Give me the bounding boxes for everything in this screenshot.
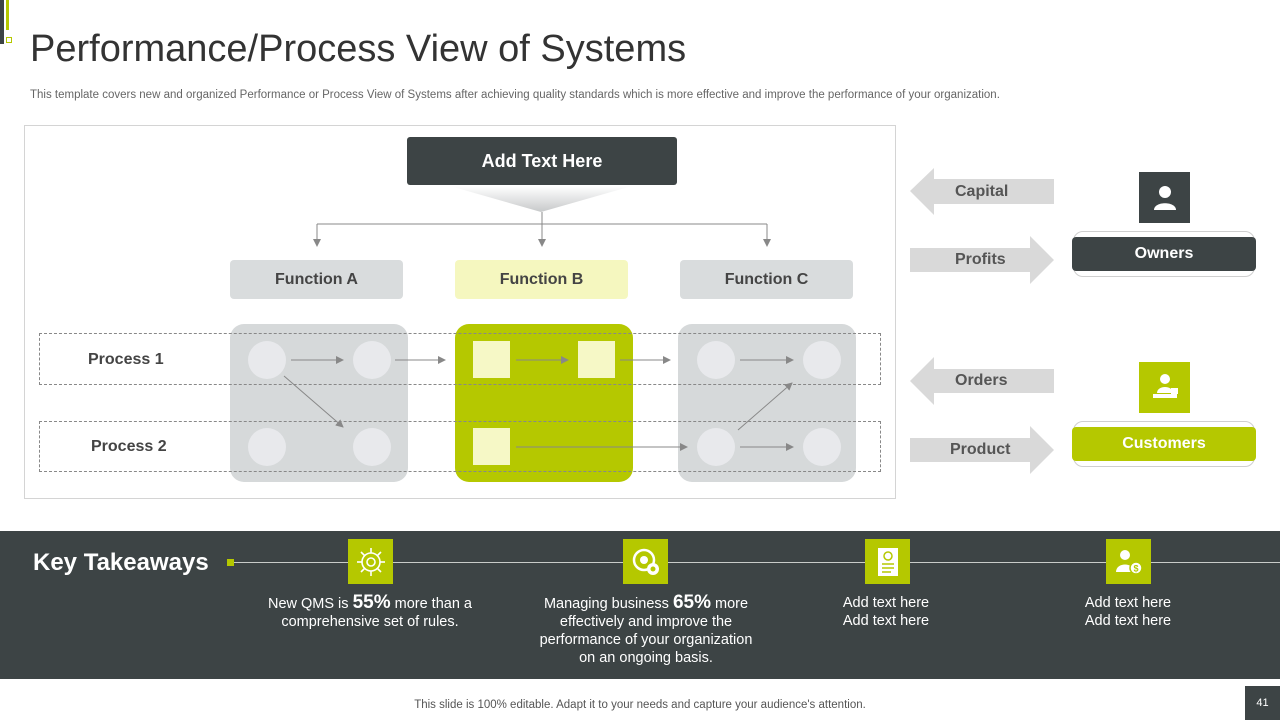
user-money-icon: $ <box>1106 539 1151 584</box>
takeaway-1: New QMS is 55% more than a comprehensive… <box>265 592 475 631</box>
process-2-label: Process 2 <box>91 438 167 455</box>
process-2-row <box>39 421 881 472</box>
function-a: Function A <box>230 260 403 299</box>
customer-icon <box>1139 362 1190 413</box>
orders-arrow <box>910 357 1054 405</box>
node-c1-right <box>803 341 841 379</box>
node-a1-right <box>353 341 391 379</box>
takeaway-3: Add text here Add text here <box>816 594 956 630</box>
page-subtitle: This template covers new and organized P… <box>30 89 1000 101</box>
takeaways-divider <box>230 562 1280 563</box>
profits-arrow <box>910 236 1054 284</box>
capital-label: Capital <box>955 183 1009 200</box>
corner-accent-dark <box>0 0 4 44</box>
header-pointer <box>450 186 632 212</box>
takeaway-4-line-1: Add text here <box>1084 595 1172 611</box>
network-gear-icon <box>348 539 393 584</box>
page-number: 41 <box>1245 686 1280 720</box>
node-a2-right <box>353 428 391 466</box>
takeaway-2-text-start: Managing business <box>543 596 673 612</box>
customers-label: Customers <box>1072 427 1256 461</box>
owners-label: Owners <box>1072 237 1256 271</box>
corner-accent-square <box>6 37 12 43</box>
takeaway-3-line-2: Add text here <box>842 613 930 629</box>
node-a1-left <box>248 341 286 379</box>
node-b2-left <box>473 428 510 465</box>
owner-icon <box>1139 172 1190 223</box>
takeaway-1-value: 55% <box>352 592 391 613</box>
takeaway-4-line-2: Add text here <box>1084 613 1172 629</box>
diagram-header: Add Text Here <box>407 137 677 185</box>
profits-label: Profits <box>955 251 1006 268</box>
process-1-row <box>39 333 881 385</box>
function-c: Function C <box>680 260 853 299</box>
node-a2-left <box>248 428 286 466</box>
tree-connector <box>313 212 771 247</box>
takeaway-2: Managing business 65% more effectively a… <box>533 592 759 667</box>
footer-note: This slide is 100% editable. Adapt it to… <box>414 699 866 711</box>
node-c2-left <box>697 428 735 466</box>
node-c1-left <box>697 341 735 379</box>
orders-label: Orders <box>955 372 1008 389</box>
product-label: Product <box>950 441 1011 458</box>
svg-text:$: $ <box>1133 563 1138 573</box>
capital-arrow <box>910 168 1054 215</box>
target-gear-icon <box>623 539 668 584</box>
function-b: Function B <box>455 260 628 299</box>
takeaways-title: Key Takeaways <box>33 549 209 576</box>
node-b1-right <box>578 341 615 378</box>
corner-accent-lime <box>6 0 9 30</box>
document-icon <box>865 539 910 584</box>
node-c2-right <box>803 428 841 466</box>
takeaway-4: Add text here Add text here <box>1058 594 1198 630</box>
takeaway-2-value: 65% <box>672 592 711 613</box>
takeaway-1-text-end: more than a comprehensive set of rules. <box>281 596 473 630</box>
page-title: Performance/Process View of Systems <box>30 28 687 70</box>
takeaway-2-text-end: more effectively and improve the perform… <box>539 596 753 666</box>
product-arrow <box>910 426 1054 474</box>
takeaways-bullet <box>227 559 234 566</box>
node-b1-left <box>473 341 510 378</box>
takeaway-1-text-start: New QMS is <box>267 596 353 612</box>
process-1-label: Process 1 <box>88 351 164 368</box>
takeaway-3-line-1: Add text here <box>842 595 930 611</box>
